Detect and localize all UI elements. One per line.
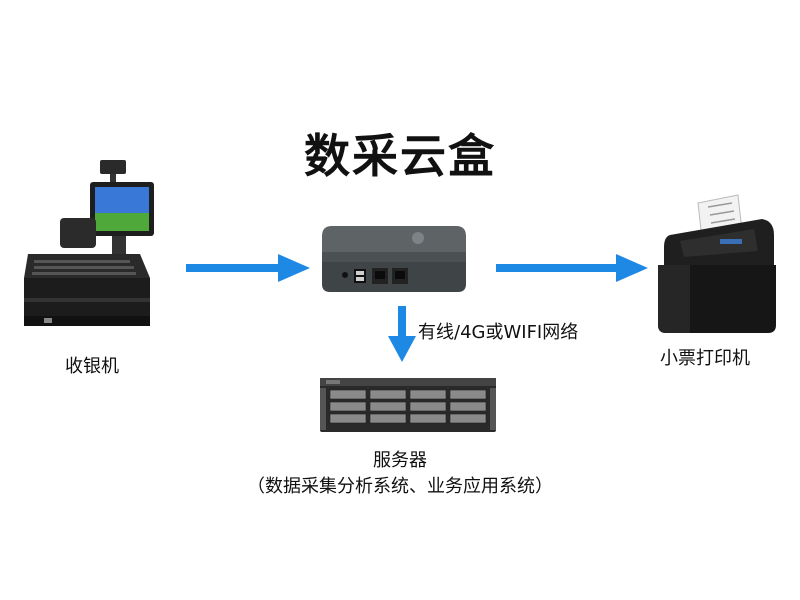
- arrow-pos-to-box: [186, 254, 310, 282]
- pos-terminal-icon: [24, 160, 154, 326]
- arrow-box-to-printer: [496, 254, 648, 282]
- server-rack-icon: [320, 378, 496, 432]
- pos-label: 收银机: [65, 356, 119, 377]
- network-label: 有线/4G或WIFI网络: [418, 322, 579, 343]
- server-sublabel: （数据采集分析系统、业务应用系统）: [247, 476, 553, 497]
- cloud-box-device-icon: [322, 226, 466, 292]
- arrow-box-to-server: [388, 306, 416, 362]
- printer-label: 小票打印机: [660, 348, 750, 369]
- server-label: 服务器: [373, 450, 427, 471]
- server-caption: 服务器 （数据采集分析系统、业务应用系统）: [0, 448, 800, 500]
- receipt-printer-icon: [658, 194, 776, 333]
- diagram-title: 数采云盒: [304, 129, 496, 183]
